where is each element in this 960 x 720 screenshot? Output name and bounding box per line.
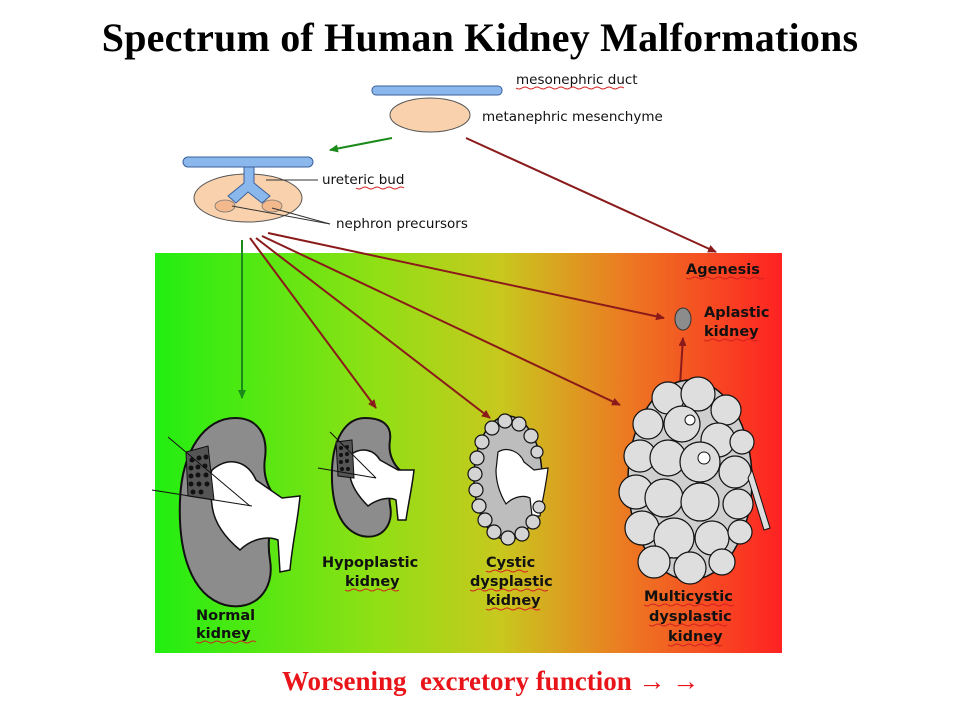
label-normal-1: Normal	[196, 608, 255, 624]
hypoplastic-kidney	[317, 416, 415, 538]
arrow-red-to-multicystic	[261, 235, 621, 406]
label-mesonephric-duct: mesonephric duct	[516, 72, 638, 88]
label-cystic-2: dysplastic	[470, 574, 553, 590]
mesonephric-duct-2	[182, 156, 314, 168]
cystic-dysplastic-kidney	[467, 413, 549, 546]
severity-caption: Worsening excretory function → →	[282, 666, 700, 696]
label-cystic-1: Cystic	[486, 555, 535, 571]
ureteric-bud	[227, 166, 271, 204]
arrow-red-to-cystic	[255, 237, 491, 419]
label-normal-2: kidney	[196, 626, 251, 642]
label-agenesis: Agenesis	[686, 262, 760, 278]
aplastic-kidney-shape	[674, 307, 692, 331]
label-multicystic-2: dysplastic	[649, 609, 732, 625]
label-multicystic-3: kidney	[668, 629, 723, 645]
arrow-red-multicystic-to-aplastic	[678, 337, 687, 386]
arrow-red-to-hypoplastic	[249, 237, 377, 409]
normal-kidney	[151, 416, 301, 608]
ureteric-bud-illustration	[182, 156, 314, 223]
slide-title: Spectrum of Human Kidney Malformations	[101, 15, 859, 60]
label-metanephric-mesenchyme: metanephric mesenchyme	[482, 109, 663, 125]
arrow-red-to-agenesis	[465, 137, 717, 253]
label-nephron-precursors: nephron precursors	[336, 216, 468, 232]
label-multicystic-1: Multicystic	[644, 589, 733, 605]
metanephric-mesenchyme	[389, 97, 471, 133]
arrow-red-to-aplastic	[267, 232, 665, 321]
label-cystic-3: kidney	[486, 593, 541, 609]
arrow-green-to-bud	[329, 137, 393, 153]
label-ureteric-bud: ureteric bud	[322, 172, 404, 188]
multicystic-dysplastic-kidney	[618, 376, 771, 585]
early-stage-illustration	[371, 85, 503, 133]
label-aplastic-1: Aplastic	[704, 305, 769, 321]
label-aplastic-2: kidney	[704, 324, 759, 340]
label-hypoplastic-1: Hypoplastic	[322, 555, 418, 571]
mesonephric-duct	[371, 85, 503, 96]
label-hypoplastic-2: kidney	[345, 574, 400, 590]
